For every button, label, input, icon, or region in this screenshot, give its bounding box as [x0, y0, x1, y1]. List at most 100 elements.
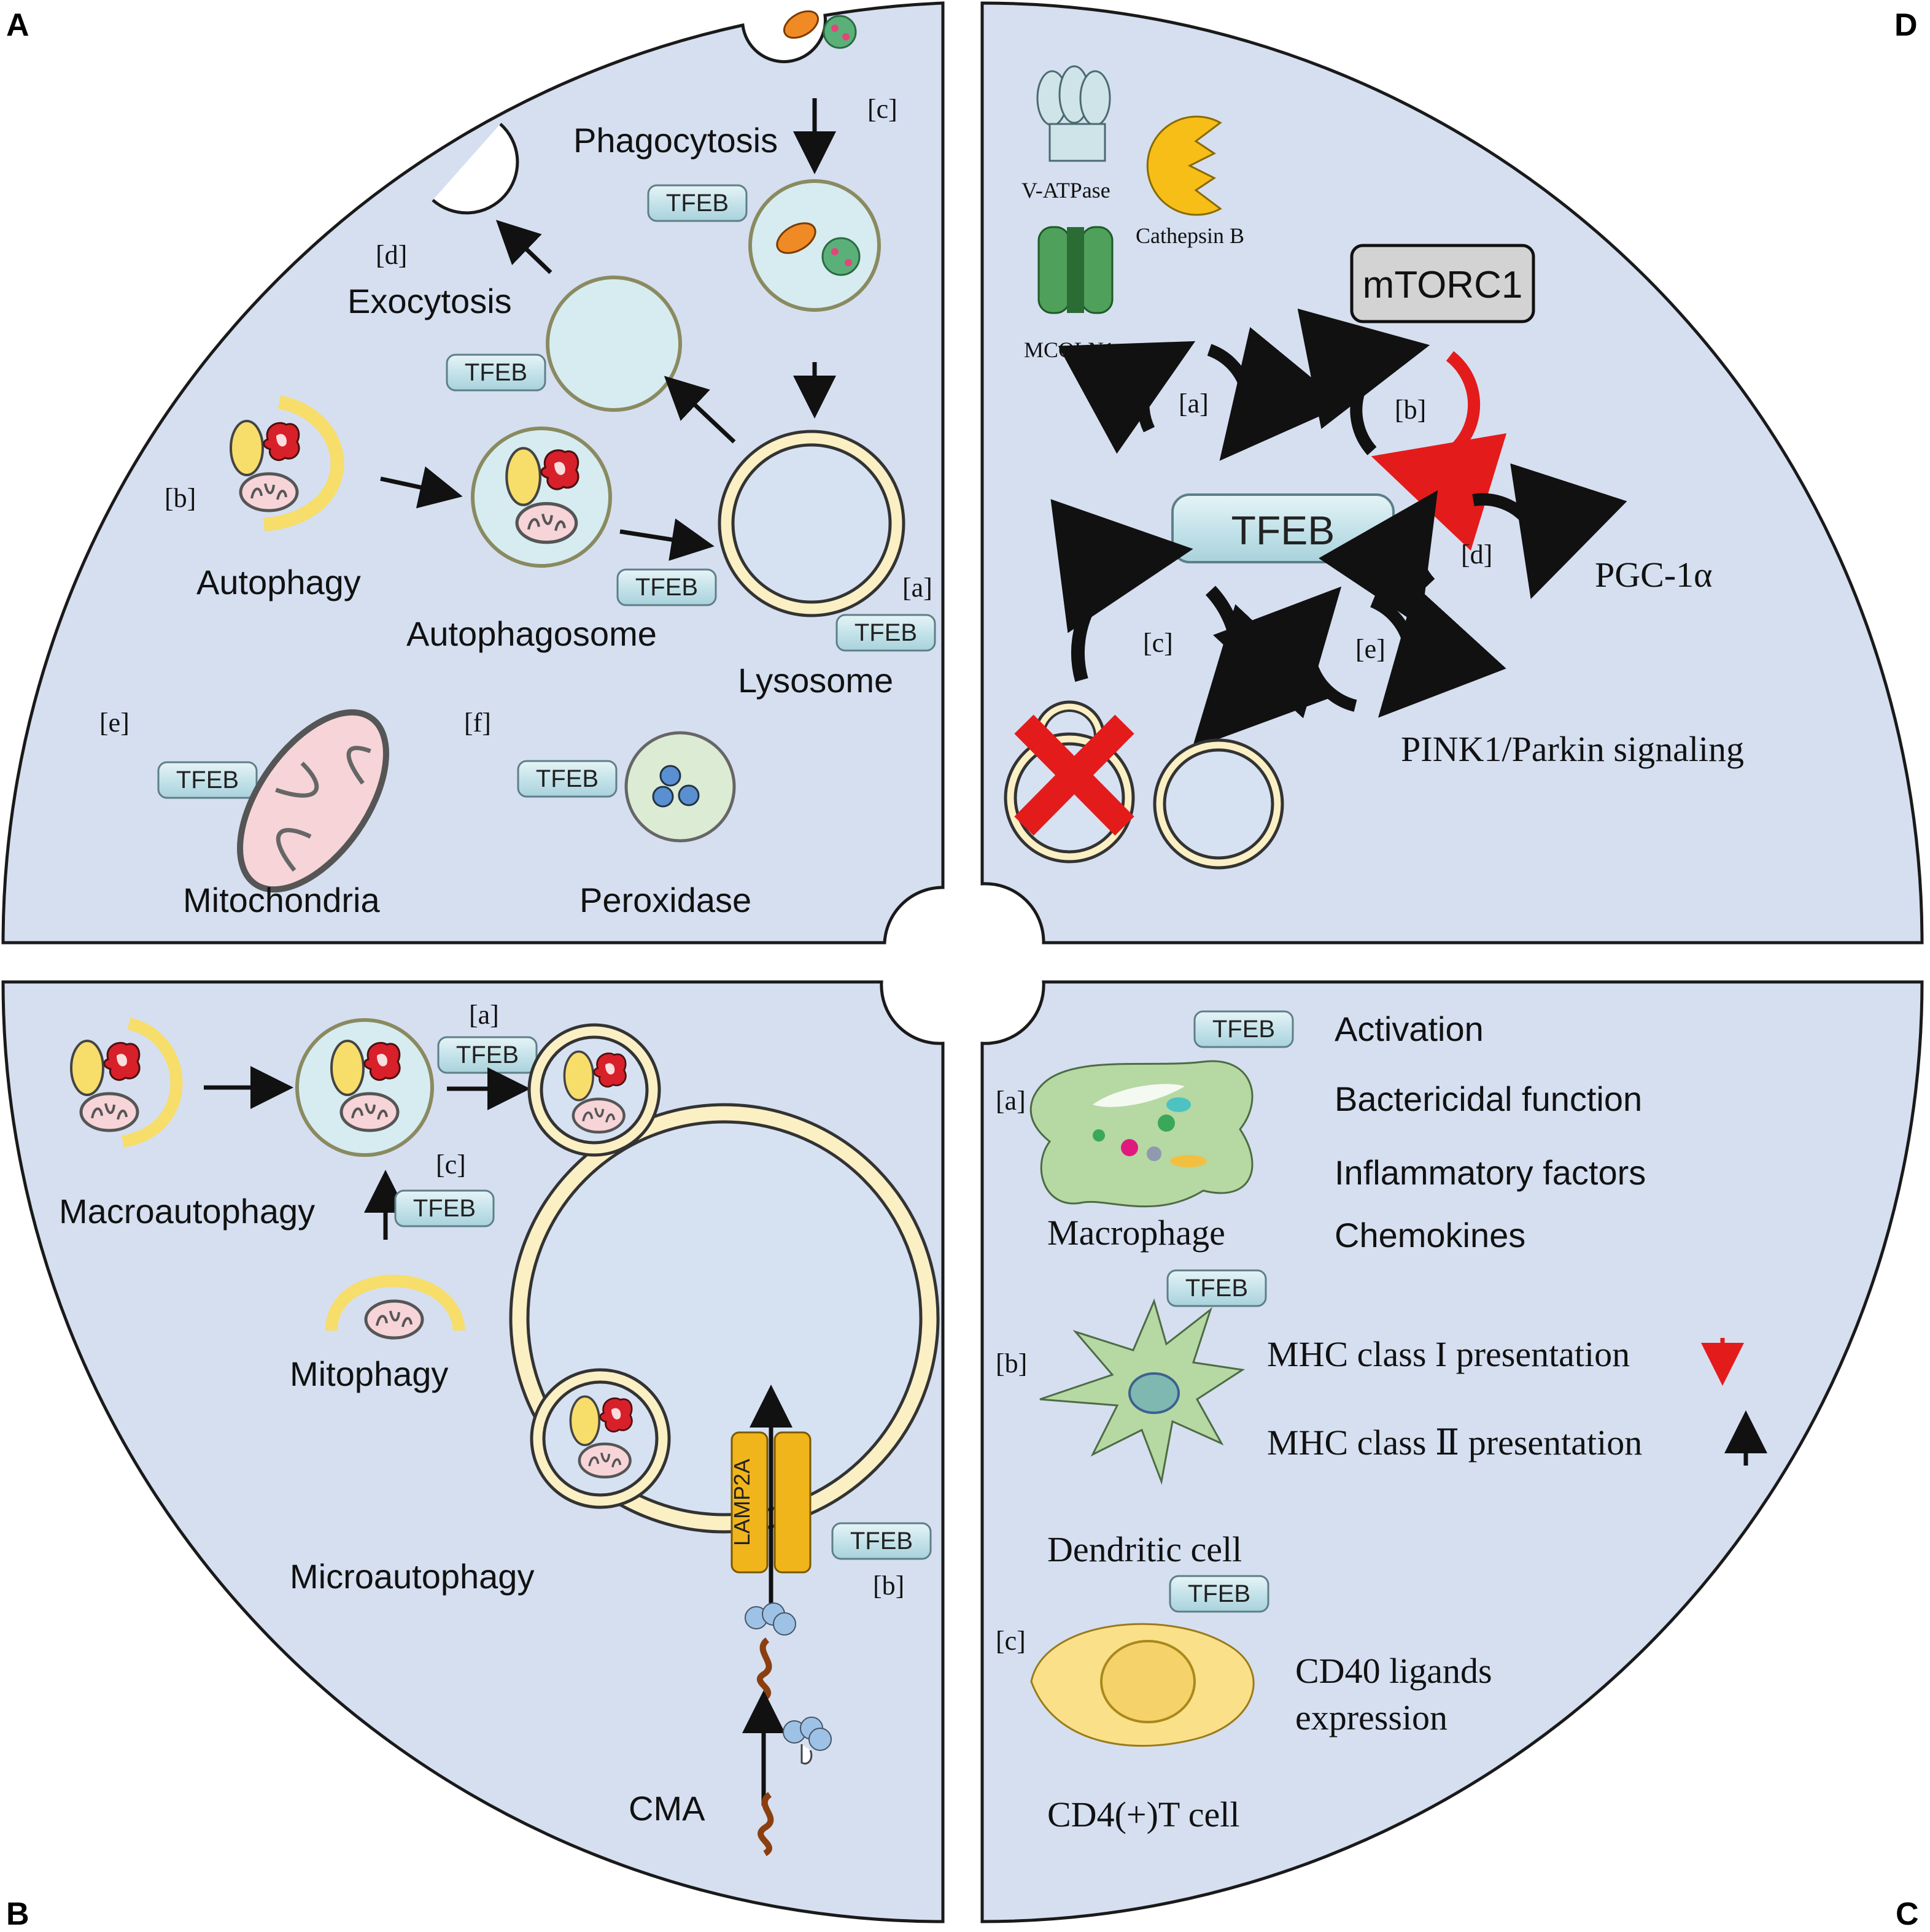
panel-c: C TFEB Activation Bactericidal function … — [980, 980, 1924, 1932]
svg-text:TFEB: TFEB — [1188, 1580, 1250, 1607]
tfeb-chip: TFEB — [1193, 1010, 1294, 1048]
panel-d: D V-ATPase Cathepsin B MCOLN1 mTORC1 [a] — [980, 1, 1924, 945]
tag-a-d: [d] — [376, 240, 407, 270]
tfeb-chip: TFEB — [1166, 1269, 1267, 1307]
svg-text:TFEB: TFEB — [635, 574, 698, 601]
label-peroxidase: Peroxidase — [579, 881, 751, 919]
virus-icon — [821, 237, 861, 276]
svg-text:TFEB: TFEB — [536, 765, 599, 792]
autophagosome — [471, 427, 612, 568]
label-mtorc1: mTORC1 — [1363, 264, 1523, 306]
svg-text:TFEB: TFEB — [176, 767, 239, 794]
svg-text:TFEB: TFEB — [465, 359, 527, 386]
tag-a-b: [b] — [165, 483, 196, 513]
new-lysosome — [1153, 738, 1284, 870]
tag-a-e: [e] — [99, 708, 130, 738]
tfeb-chip: TFEB — [835, 614, 936, 652]
tag-d-c: [c] — [1143, 628, 1173, 658]
chaperone-icon — [783, 1717, 832, 1764]
arrow-lyso-to-vesicle — [664, 376, 736, 444]
arrow-to-autophagosome — [380, 466, 463, 509]
label-bactericidal: Bactericidal function — [1335, 1080, 1642, 1118]
svg-text:TFEB: TFEB — [1185, 1275, 1248, 1302]
panel-b: B Macroautophagy [a] TFEB [c] TFEB Mitop… — [1, 980, 945, 1932]
label-tfeb-main: TFEB — [1231, 508, 1335, 553]
mito-phagophore — [325, 1275, 465, 1332]
label-macroautophagy: Macroautophagy — [59, 1192, 315, 1231]
label-chemokines: Chemokines — [1335, 1216, 1525, 1254]
peroxisome — [624, 731, 736, 843]
panel-letter-c: C — [1896, 1896, 1919, 1932]
tag-b-a: [a] — [469, 1000, 499, 1030]
tag-c-c: [c] — [996, 1626, 1026, 1656]
chaperone-icon — [745, 1602, 796, 1636]
label-mitophagy: Mitophagy — [290, 1354, 448, 1393]
tag-a-a: [a] — [902, 573, 932, 603]
exocytosis-vesicle — [546, 276, 682, 412]
large-lysosome — [509, 1023, 940, 1534]
label-lysosome: Lysosome — [738, 661, 893, 700]
tfeb-chip: TFEB — [616, 568, 717, 606]
svg-text:TFEB: TFEB — [850, 1528, 913, 1555]
label-mcoln1: MCOLN1 — [1024, 338, 1115, 362]
label-microautophagy: Microautophagy — [290, 1557, 534, 1596]
mtorc1-box — [1350, 244, 1535, 323]
dendritic-cell-icon — [1039, 1298, 1246, 1485]
label-vatpase: V-ATPase — [1021, 178, 1110, 203]
tag-b-c: [c] — [436, 1150, 466, 1180]
label-cd40-1: CD40 ligands — [1295, 1651, 1492, 1691]
panel-letter-a: A — [6, 7, 29, 43]
cycle-a — [1058, 327, 1345, 461]
label-autophagosome: Autophagosome — [406, 614, 657, 653]
panel-a: A [c] Phagocytosis TFEB — [1, 1, 945, 945]
label-dendritic: Dendritic cell — [1047, 1529, 1242, 1569]
macrophage-icon — [1029, 1060, 1254, 1208]
label-cma: CMA — [629, 1789, 705, 1828]
label-cd40-2: expression — [1295, 1698, 1448, 1737]
panel-letter-d: D — [1894, 7, 1918, 43]
tag-a-f: [f] — [464, 708, 491, 738]
tag-c-b: [b] — [996, 1348, 1027, 1378]
virus-icon — [823, 15, 857, 49]
svg-text:TFEB: TFEB — [855, 619, 917, 646]
label-inflammatory: Inflammatory factors — [1335, 1153, 1646, 1192]
label-pink: PINK1/Parkin signaling — [1401, 729, 1744, 769]
tfeb-chip: TFEB — [446, 354, 546, 392]
label-exocytosis: Exocytosis — [347, 282, 512, 320]
label-mhc2: MHC class Ⅱ presentation — [1267, 1423, 1642, 1463]
tag-a-c: [c] — [867, 94, 897, 124]
lysosome — [718, 430, 905, 617]
label-cd4: CD4(+)T cell — [1047, 1795, 1240, 1834]
tfeb-chip: TFEB — [1169, 1575, 1269, 1613]
tag-b-b: [b] — [873, 1571, 904, 1601]
phagophore — [263, 395, 344, 531]
tfeb-chip: TFEB — [647, 184, 748, 222]
phagosome — [748, 179, 881, 312]
tfeb-chip: TFEB — [437, 1036, 538, 1074]
label-mitochondria: Mitochondria — [183, 881, 380, 919]
label-pgc: PGC-1α — [1595, 555, 1713, 595]
tag-d-a: [a] — [1179, 388, 1209, 419]
phagophore-b — [122, 1018, 183, 1148]
cycle-c — [1050, 499, 1334, 749]
cycle-d — [1319, 463, 1627, 627]
bacteria-icon — [783, 10, 819, 39]
label-autophagy: Autophagy — [196, 563, 361, 601]
mcoln1-channel-icon — [1037, 226, 1114, 314]
substrate-protein-icon — [758, 1791, 774, 1857]
tfeb-chip: TFEB — [517, 760, 618, 798]
tag-d-e: [e] — [1355, 634, 1385, 664]
v-atpase-icon — [1036, 65, 1111, 162]
svg-text:TFEB: TFEB — [413, 1195, 476, 1222]
mitochondrion-icon — [366, 1301, 422, 1338]
tfeb-chip: TFEB — [394, 1189, 495, 1227]
svg-text:TFEB: TFEB — [456, 1041, 519, 1068]
red-x-icon — [1014, 714, 1134, 836]
autophagosome-b — [295, 1018, 434, 1157]
cathepsin-b-icon — [1146, 115, 1222, 216]
bacteria-icon — [776, 222, 816, 254]
tag-d-d: [d] — [1461, 539, 1492, 570]
t-cell-icon — [1030, 1623, 1255, 1747]
tfeb-chip: TFEB — [831, 1522, 932, 1560]
mitochondrion-icon — [237, 709, 389, 893]
